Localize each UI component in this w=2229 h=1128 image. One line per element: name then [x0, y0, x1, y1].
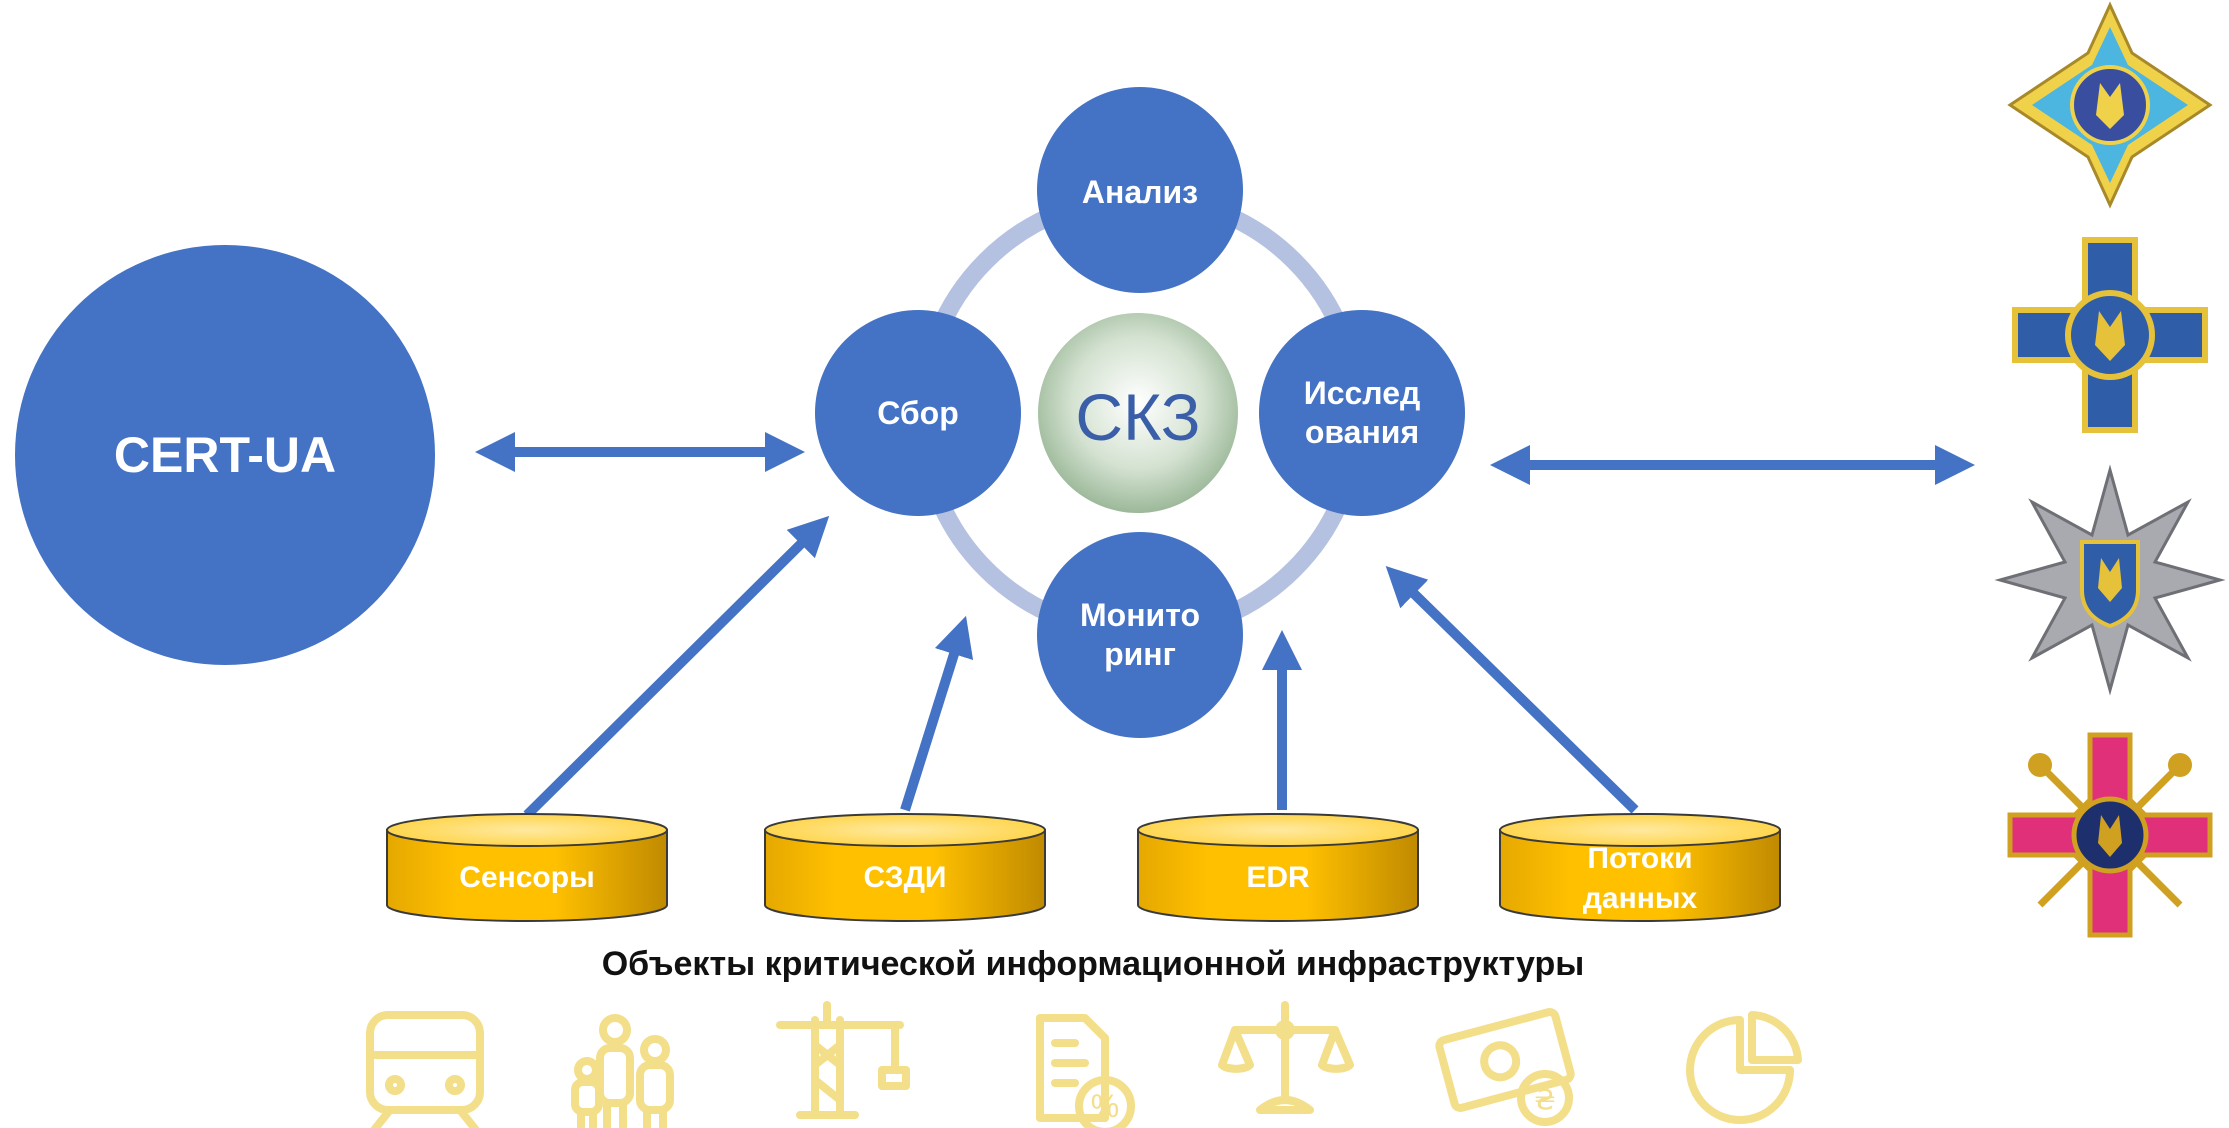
monitoring-label-line2: ринг: [1104, 636, 1176, 672]
data-streams-cylinder-label-line2: данных: [1583, 882, 1698, 915]
szdi-cylinder: СЗДИ: [764, 813, 1046, 922]
monitoring-node: Монито ринг: [1037, 532, 1243, 738]
train-icon: [366, 1011, 484, 1128]
scales-icon: [1218, 1001, 1354, 1114]
edr-cylinder: EDR: [1137, 813, 1419, 922]
analysis-label: Анализ: [1082, 174, 1198, 210]
center-label: СКЗ: [1075, 380, 1200, 454]
collection-label: Сбор: [877, 395, 959, 431]
szdi-arrow: [900, 615, 974, 812]
svg-text:%: %: [1091, 1088, 1119, 1124]
sources-group: Сенсоры СЗДИ EDR Потоки данных: [386, 813, 1781, 922]
cert-ua-label: CERT-UA: [114, 427, 336, 483]
collection-node: Сбор: [815, 310, 1021, 516]
data-streams-cylinder: Потоки данных: [1499, 813, 1781, 922]
svg-text:₴: ₴: [1534, 1083, 1556, 1116]
research-label-line2: ования: [1305, 414, 1419, 450]
sbu-emblem: [2012, 237, 2208, 433]
szdi-cylinder-label: СЗДИ: [864, 861, 947, 894]
data-streams-arrow: [1385, 566, 1639, 814]
sensors-arrow: [523, 515, 830, 819]
cert-ua-node: CERT-UA: [15, 245, 435, 665]
edr-cylinder-label: EDR: [1246, 861, 1310, 894]
sensors-cylinder: Сенсоры: [386, 813, 668, 922]
research-label-line1: Исслед: [1304, 375, 1421, 411]
analysis-node: Анализ: [1037, 87, 1243, 293]
pie-chart-icon: [1686, 1011, 1802, 1124]
research-node: Исслед ования: [1259, 310, 1465, 516]
nsdc-emblem: [2007, 1, 2213, 209]
center-node: СКЗ: [1038, 313, 1238, 513]
money-icon: ₴: [1435, 1008, 1575, 1126]
sensors-cylinder-label: Сенсоры: [459, 861, 594, 894]
crane-icon: [776, 1001, 910, 1119]
family-icon: [571, 1014, 674, 1128]
infrastructure-caption: Объекты критической информационной инфра…: [602, 945, 1585, 983]
police-emblem: [1994, 464, 2226, 696]
data-streams-cylinder-label-line1: Потоки: [1587, 842, 1692, 875]
armed-forces-emblem: [2007, 732, 2213, 938]
monitoring-label-line1: Монито: [1080, 597, 1200, 633]
document-percent-icon: %: [1036, 1014, 1135, 1128]
